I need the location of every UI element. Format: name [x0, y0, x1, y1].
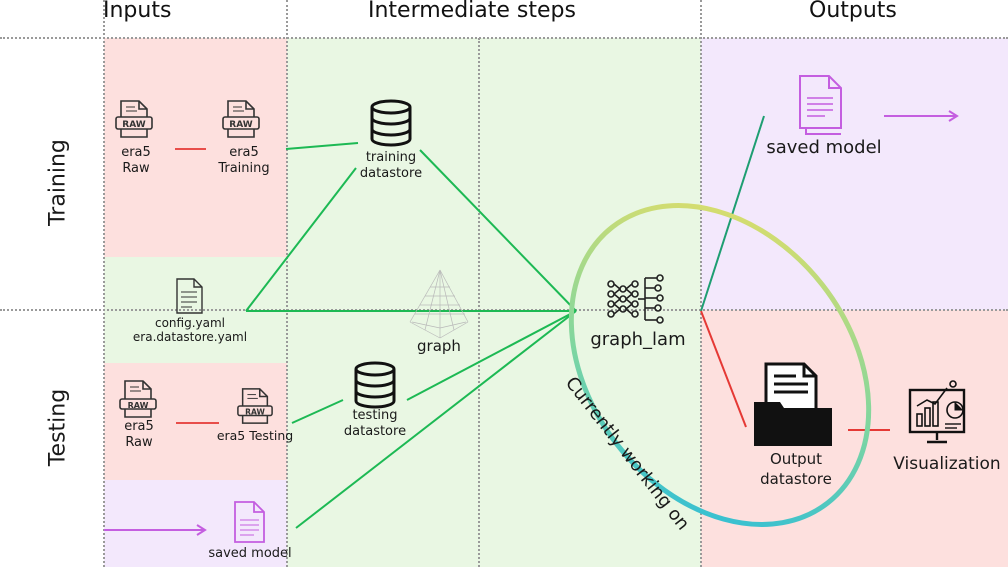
outputs-training-region: [701, 38, 1008, 310]
output-folder-icon: [752, 362, 834, 450]
node-training-datastore-label: training datastore: [359, 150, 423, 181]
edge-config-to-train-datastore: [245, 167, 357, 312]
raw-file-icon: RAW: [222, 99, 260, 143]
edge-test-datastore-to-graphlam: [406, 310, 577, 401]
svg-text:RAW: RAW: [229, 120, 252, 130]
header-inputs: Inputs: [103, 0, 172, 23]
svg-text:RAW: RAW: [122, 120, 145, 130]
graph-pyramid-icon: [409, 269, 469, 339]
node-graph-lam-label: graph_lam: [590, 329, 686, 350]
working-on-ring: [568, 203, 872, 527]
edge-testing-to-datastore: [291, 399, 344, 424]
node-testing-datastore-label: testing datastore: [343, 408, 407, 439]
inputs-training-region: [104, 38, 287, 257]
node-saved-model-input-label: saved model: [208, 546, 292, 561]
raw-file-icon: RAW: [236, 387, 274, 429]
divider-outputs-left: [700, 0, 702, 567]
node-test-raw-label: era5 Raw: [124, 419, 154, 450]
saved-model-output-document-icon: [797, 74, 849, 140]
divider-header: [0, 37, 1008, 39]
edge-train-datastore-to-graphlam: [419, 149, 577, 312]
header-intermediate: Intermediate steps: [368, 0, 576, 23]
testing-datastore-database-icon: [353, 361, 397, 413]
node-train-training-label: era5 Training: [218, 145, 270, 176]
node-saved-model-output-label: saved model: [766, 137, 882, 158]
edge-training-to-datastore: [285, 142, 359, 150]
config-document-icon: [174, 277, 206, 319]
header-outputs: Outputs: [809, 0, 897, 23]
inputs-saved-model-region: [104, 480, 287, 567]
edge-graphlam-to-savedmodel: [700, 115, 765, 312]
node-output-datastore-label: Output datastore: [760, 450, 832, 489]
node-graph-label: graph: [417, 337, 461, 355]
svg-text:RAW: RAW: [245, 408, 265, 417]
visualization-monitor-icon: [907, 380, 969, 450]
svg-text:RAW: RAW: [128, 401, 149, 410]
node-visualization-label: Visualization: [893, 454, 1001, 474]
raw-file-icon: RAW: [115, 99, 153, 143]
divider-inputs-left: [103, 0, 105, 567]
node-test-testing-label: era5 Testing: [216, 428, 294, 443]
node-config-label: config.yaml era.datastore.yaml: [132, 316, 248, 345]
divider-inputs-right: [286, 0, 288, 567]
divider-intermediate-mid: [478, 38, 480, 567]
edge-savedmodel-to-graphlam: [295, 310, 577, 529]
inputs-testing-region: [104, 363, 287, 480]
raw-file-icon: RAW: [119, 379, 157, 423]
neural-network-icon: [605, 270, 667, 330]
training-datastore-database-icon: [369, 99, 413, 151]
saved-model-input-document-icon: [232, 500, 268, 548]
edge-graphlam-to-output: [700, 310, 747, 428]
node-train-raw-label: era5 Raw: [121, 145, 151, 176]
